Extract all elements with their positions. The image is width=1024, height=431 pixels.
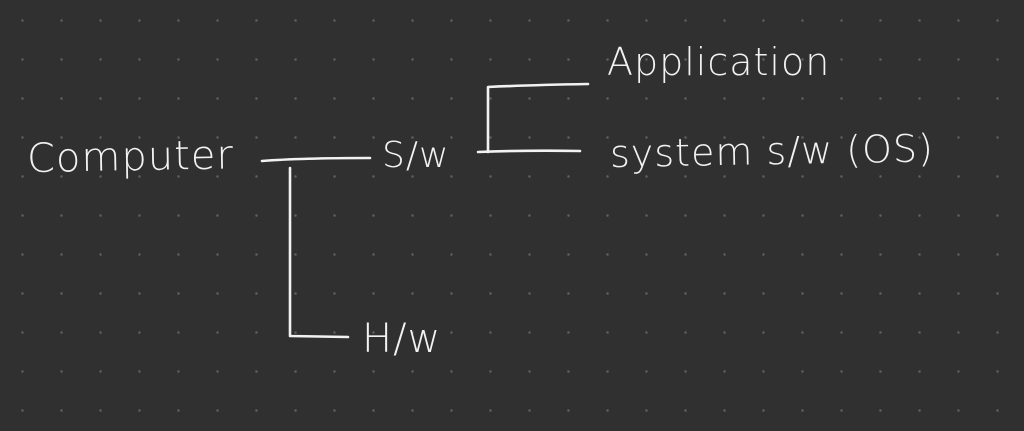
computer-to-sw-line (260, 156, 372, 163)
node-computer: Computer (26, 132, 235, 182)
node-system-software: system s/w (OS) (609, 126, 935, 176)
sw-bracket-top (486, 82, 590, 154)
node-application: Application (607, 40, 831, 84)
hw-bracket (288, 166, 350, 339)
node-software: S/w (382, 135, 450, 176)
sw-bracket-bottom (476, 149, 582, 154)
node-hardware: H/w (362, 316, 442, 362)
